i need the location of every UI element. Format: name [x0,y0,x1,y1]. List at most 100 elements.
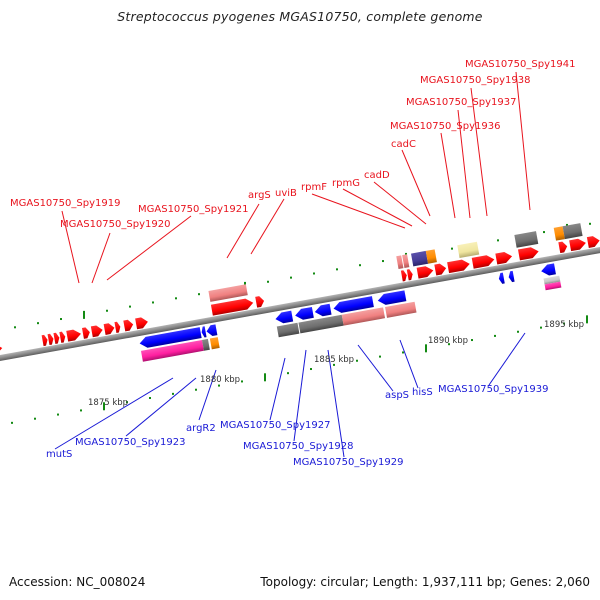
leader-line [106,215,192,281]
reverse-gene-arrow[interactable] [274,310,294,325]
gene-label[interactable]: rpmF [301,182,327,193]
gene-label[interactable]: MGAS10750_Spy1939 [438,384,548,395]
reverse-gene-arrow[interactable] [206,324,218,337]
leader-line [440,132,456,219]
genome-summary-text: Topology: circular; Length: 1,937,111 bp… [260,575,590,589]
forward-gene-arrow[interactable] [103,322,116,335]
reverse-gene-arrow[interactable] [201,326,207,338]
forward-gene-arrow[interactable] [210,297,254,316]
misc-feature-box[interactable] [298,314,344,334]
rrna-feature-box[interactable] [544,281,562,291]
gene-label[interactable]: MGAS10750_Spy1927 [220,420,330,431]
forward-gene-arrow[interactable] [495,251,513,265]
gene-label[interactable]: MGAS10750_Spy1919 [10,198,120,209]
leader-line [54,377,174,450]
forward-gene-arrow[interactable] [59,331,66,343]
forward-gene-arrow[interactable] [586,235,600,248]
reverse-gene-arrow[interactable] [377,290,407,306]
forward-gene-arrow[interactable] [434,263,447,276]
cds-feature-box[interactable] [341,307,386,326]
forward-gene-arrow[interactable] [517,246,540,261]
forward-gene-arrow[interactable] [558,241,568,254]
misc-feature-box[interactable] [276,322,300,338]
forward-gene-arrow[interactable] [135,316,149,330]
forward-gene-arrow[interactable] [255,295,265,308]
leader-line [457,109,471,219]
gene-label[interactable]: uviB [275,188,297,199]
leader-line [250,198,285,255]
forward-gene-arrow[interactable] [400,270,408,282]
forward-gene-arrow[interactable] [53,332,60,344]
forward-gene-arrow[interactable] [66,328,82,342]
forward-gene-arrow[interactable] [416,265,435,279]
label-leader-lines [54,71,531,458]
trna-feature-box[interactable] [425,249,437,264]
gene-label[interactable]: argS [248,190,271,201]
gene-label[interactable]: MGAS10750_Spy1923 [75,437,185,448]
cds-feature-box[interactable] [402,254,410,268]
gene-label[interactable]: MGAS10750_Spy1929 [293,457,403,468]
gene-label[interactable]: MGAS10750_Spy1941 [465,59,575,70]
forward-gene-arrow[interactable] [41,334,49,347]
misc-feature-box[interactable] [514,231,539,248]
forward-gene-arrow[interactable] [47,333,55,346]
forward-gene-arrow[interactable] [406,269,414,281]
leader-line [125,377,197,437]
gene-label[interactable]: hisS [412,387,433,398]
gene-label[interactable]: MGAS10750_Spy1921 [138,204,248,215]
reverse-gene-arrow[interactable] [314,303,332,318]
reverse-gene-arrow[interactable] [508,270,515,283]
forward-gene-arrow[interactable] [81,327,91,339]
forward-gene-arrow[interactable] [123,319,134,332]
scale-tick-label: 1890 kbp [428,336,468,346]
leader-line [401,149,431,217]
trna-feature-box[interactable] [553,226,565,241]
reverse-gene-arrow[interactable] [540,263,556,276]
gene-label[interactable]: cadC [391,139,416,150]
cds-feature-box[interactable] [385,301,417,318]
leader-line [373,181,427,225]
cds-feature-box[interactable] [396,255,404,270]
accession-text: Accession: NC_008024 [9,575,146,589]
reverse-gene-arrow[interactable] [139,327,202,349]
forward-gene-arrow[interactable] [90,324,104,338]
rrna-feature-box[interactable] [140,339,204,362]
leader-line [470,87,488,217]
scale-ticks [11,222,591,424]
cds-feature-box[interactable] [208,284,248,302]
forward-gene-arrow[interactable] [114,321,121,333]
leader-line [198,369,217,421]
trna-feature-box[interactable] [209,337,220,350]
gene-label[interactable]: MGAS10750_Spy1938 [420,75,530,86]
reverse-gene-arrow[interactable] [498,272,505,285]
gene-label[interactable]: MGAS10750_Spy1928 [243,441,353,452]
leader-line [293,349,307,442]
scale-tick-label: 1880 kbp [200,375,240,385]
forward-gene-arrow[interactable] [0,343,3,356]
leader-line [342,188,413,227]
misc-feature-box[interactable] [543,275,561,285]
repeat-feature-box[interactable] [411,250,429,267]
gene-label[interactable]: MGAS10750_Spy1936 [390,121,500,132]
forward-gene-arrow[interactable] [471,254,496,269]
gene-label[interactable]: cadD [364,170,390,181]
leader-line [61,210,80,284]
gene-label[interactable]: rpmG [332,178,360,189]
forward-gene-arrow[interactable] [447,258,471,274]
misc-feature-box[interactable] [201,338,210,351]
reverse-gene-arrow[interactable] [333,296,374,314]
gene-label[interactable]: MGAS10750_Spy1920 [60,219,170,230]
gene-label[interactable]: argR2 [186,423,216,434]
forward-gene-arrow[interactable] [569,238,587,252]
gene-label[interactable]: MGAS10750_Spy1937 [406,97,516,108]
leader-line [269,357,286,421]
scale-tick-label: 1895 kbp [544,320,584,330]
genome-backbone [0,241,600,365]
gene-label[interactable]: aspS [385,390,409,401]
misc-feature-box[interactable] [457,241,480,259]
leader-line [91,232,111,284]
misc-feature-box[interactable] [562,223,583,240]
gene-label[interactable]: mutS [46,449,72,460]
reverse-gene-arrow[interactable] [294,306,314,321]
